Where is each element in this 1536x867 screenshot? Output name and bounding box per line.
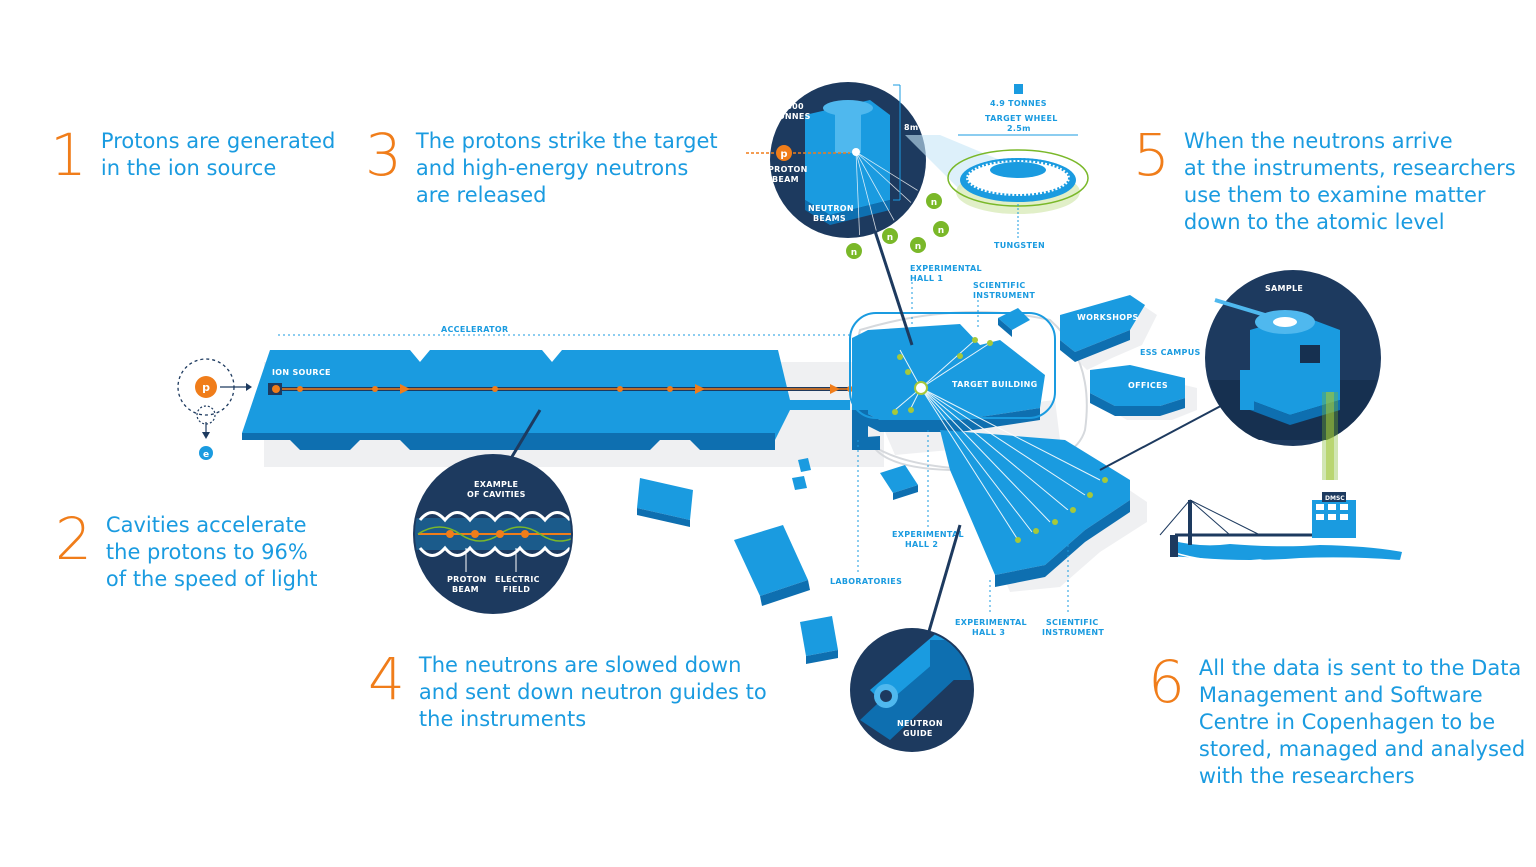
step-text: Cavities accelerate the protons to 96% o… [105, 513, 318, 591]
accelerator-building [242, 350, 920, 467]
leader-lines [857, 282, 1069, 615]
step-number: 4 [368, 645, 405, 713]
dmsc-copenhagen: DMSC [1159, 492, 1403, 566]
exp-hall-2-label-a: EXPERIMENTAL [892, 530, 964, 539]
sci-instrument-label-b: INSTRUMENT [973, 291, 1035, 300]
cavities-label-a: EXAMPLE [474, 480, 518, 489]
target-monolith-inset: 8m TARGET MONOLITH 6,000 TONNES PROTON B… [746, 58, 926, 238]
sci-instrument2-label-b: INSTRUMENT [1042, 628, 1104, 637]
target-building [852, 324, 1060, 455]
target-wheel-inset: 4.9 TONNES TARGET WHEEL 2.5m TUNGSTEN [905, 84, 1089, 250]
tm-proton-label-a: PROTON [768, 165, 808, 174]
step-3: 3 The protons strike the target and high… [365, 121, 718, 209]
neutron-guide-inset: NEUTRON GUIDE [850, 628, 974, 752]
exp-hall-1-label-b: HALL 1 [910, 274, 943, 283]
proton-symbol: p [202, 381, 210, 394]
step-1: 1 Protons are generated in the ion sourc… [50, 121, 336, 189]
proton-source-icon: p e [177, 358, 252, 460]
step-5: 5 When the neutrons arrive at the instru… [1133, 121, 1516, 236]
target-building-label: TARGET BUILDING [952, 380, 1038, 389]
ess-campus-label: ESS CAMPUS [1140, 348, 1201, 357]
neutron-particles: n n n n n [846, 193, 949, 259]
exp-hall-3-label-b: HALL 3 [972, 628, 1005, 637]
step-text: Protons are generated in the ion source [100, 129, 336, 180]
sample-inset: SAMPLE [1205, 270, 1381, 446]
offices-building [1090, 365, 1197, 420]
neutron-beam-lines [894, 339, 1101, 541]
laboratories-buildings [637, 458, 918, 664]
target-monolith-label-a: TARGET [830, 58, 867, 67]
sci-instrument-label-a: SCIENTIFIC [973, 281, 1026, 290]
step-number: 1 [50, 121, 87, 189]
laboratories-label: LABORATORIES [830, 577, 902, 586]
dmsc-label: DMSC [1325, 495, 1345, 502]
experimental-hall-3 [940, 430, 1147, 592]
cavities-label-b: OF CAVITIES [467, 490, 526, 499]
exp-hall-3-label-a: EXPERIMENTAL [955, 618, 1027, 627]
data-stream [1322, 392, 1338, 480]
step-text: All the data is sent to the Data Managem… [1198, 656, 1526, 788]
weight-icon [780, 87, 789, 96]
cavities-inset: EXAMPLE OF CAVITIES PROTON BEAM ELECTRIC… [413, 454, 573, 614]
exp-hall-1-label-a: EXPERIMENTAL [910, 264, 982, 273]
target-monolith-label-b: MONOLITH [824, 68, 875, 77]
tonnes-label-a: 6,000 [777, 102, 804, 111]
neutron-symbol: n [851, 248, 857, 258]
step-6: 6 All the data is sent to the Data Manag… [1148, 648, 1526, 790]
tm-proton-label-b: BEAM [772, 175, 799, 184]
target-wheel-label: TARGET WHEEL [985, 114, 1058, 123]
step-number: 3 [365, 121, 402, 189]
step-number: 5 [1133, 121, 1170, 189]
step-4: 4 The neutrons are slowed down and sent … [368, 645, 767, 733]
electric-field-label-b: FIELD [503, 585, 530, 594]
sci-instrument2-label-a: SCIENTIFIC [1046, 618, 1099, 627]
wheel-weight-icon [1014, 84, 1023, 94]
target-point [914, 381, 928, 395]
tungsten-label: TUNGSTEN [994, 241, 1045, 250]
accelerator-label: ACCELERATOR [441, 325, 508, 334]
step-text: The neutrons are slowed down and sent do… [418, 653, 767, 731]
tonnes-label-b: TONNES [772, 112, 811, 121]
instrument-dots [892, 337, 1108, 543]
offices-label: OFFICES [1128, 381, 1168, 390]
step-number: 6 [1148, 648, 1185, 716]
workshops-label: WORKSHOPS [1077, 313, 1139, 322]
electron-symbol: e [203, 450, 209, 460]
cav-proton-label-a: PROTON [447, 575, 487, 584]
wheel-tonnes-label: 4.9 TONNES [990, 99, 1047, 108]
neutron-guide-label-b: GUIDE [903, 729, 933, 738]
neutron-beams-label-a: NEUTRON [808, 204, 854, 213]
step-text: The protons strike the target and high-e… [415, 129, 718, 207]
step-2: 2 Cavities accelerate the protons to 96%… [55, 505, 318, 593]
height-label: 8m [904, 123, 919, 132]
neutron-guide-label-a: NEUTRON [897, 719, 943, 728]
wheel-size-label: 2.5m [1007, 124, 1031, 133]
target-building-outline [849, 312, 1056, 419]
step-text: When the neutrons arrive at the instrume… [1183, 129, 1516, 234]
tm-proton-symbol: p [780, 149, 787, 160]
workshops-building [1060, 295, 1157, 370]
neutron-symbol: n [915, 242, 921, 252]
neutron-beams-label-b: BEAMS [813, 214, 846, 223]
exp-hall-2-label-b: HALL 2 [905, 540, 938, 549]
step-number: 2 [55, 505, 92, 573]
neutron-symbol: n [931, 198, 937, 208]
electric-field-label-a: ELECTRIC [495, 575, 540, 584]
ion-source-label: ION SOURCE [272, 368, 331, 377]
cav-proton-label-b: BEAM [452, 585, 479, 594]
neutron-symbol: n [938, 226, 944, 236]
neutron-symbol: n [887, 233, 893, 243]
sample-label: SAMPLE [1265, 284, 1303, 293]
